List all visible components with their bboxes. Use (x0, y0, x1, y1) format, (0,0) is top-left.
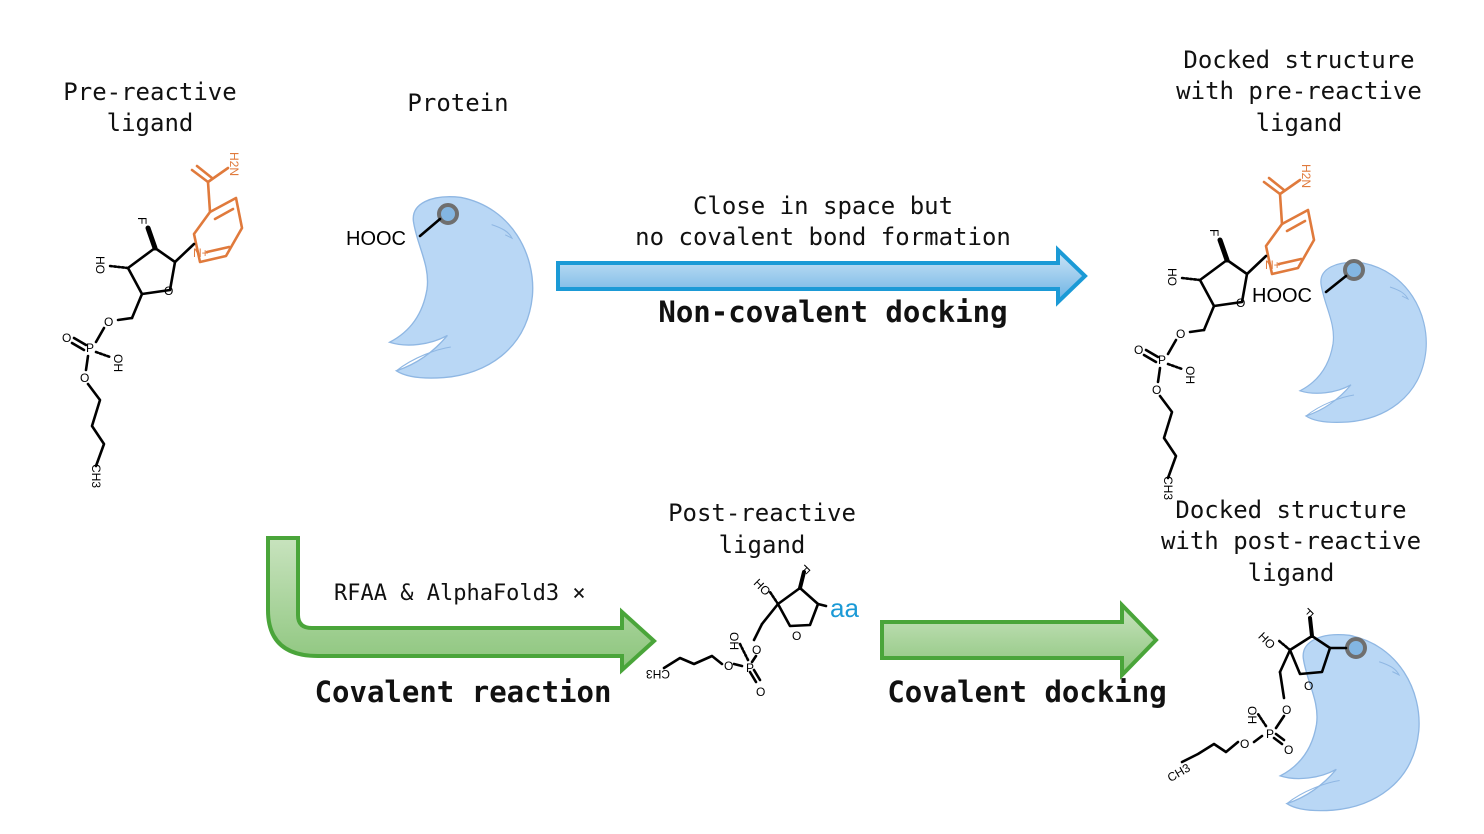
docked-post-ho-label: HO (1255, 629, 1278, 652)
docked-post-title-line3: ligand (1248, 559, 1335, 587)
post-ester-o-label: O (752, 643, 761, 657)
post-ho-label: HO (751, 576, 774, 599)
pre-ligand-title-line2: ligand (107, 109, 194, 137)
post-ligand-title-line1: Post-reactive (668, 499, 856, 527)
noncov-title: Non-covalent docking (658, 295, 1007, 329)
hydroxyl-label: HO (93, 256, 107, 274)
docked-post-ring-o-label: O (1304, 679, 1313, 693)
covalent-reaction-path: RFAA & AlphaFold3 × Covalent reaction (266, 536, 657, 709)
docked-post-structure: Docked structure with post-reactive liga… (1161, 496, 1421, 812)
covalent-docking-path: Covalent docking (880, 600, 1167, 709)
docked-post-title-line1: Docked structure (1175, 496, 1406, 524)
docked-pre-n-label: N+ (1265, 258, 1281, 272)
docked-pre-title-line3: ligand (1256, 109, 1343, 137)
docked-post-poh-label: OH (1245, 706, 1259, 724)
noncovalent-arrow (556, 245, 1088, 307)
docked-post-protein (1279, 634, 1420, 812)
covalent-docking-arrow (880, 600, 1159, 680)
amide-n-label: H2N (227, 152, 241, 176)
protein-title: Protein (407, 89, 508, 117)
phosphorus-label: P (86, 341, 94, 355)
post-poh-label: OH (727, 632, 741, 650)
covalent-reaction-arrow (266, 536, 657, 675)
docked-post-p-label: P (1266, 727, 1274, 741)
docked-pre-ester-o-label: O (1176, 327, 1185, 341)
docked-pre-p-label: P (1158, 353, 1166, 367)
cov-reaction-title: Covalent reaction (315, 675, 612, 709)
noncovalent-path: Close in space but no covalent bond form… (556, 192, 1088, 329)
post-ch3-label: CH3 (646, 667, 670, 681)
protein-shape (388, 196, 534, 379)
docked-post-title-line2: with post-reactive (1161, 527, 1421, 555)
active-site (437, 203, 459, 225)
docked-pre-protein (1299, 261, 1427, 424)
post-ring-o-label: O (792, 629, 801, 643)
cov-docking-title: Covalent docking (887, 675, 1166, 709)
docked-pre-poh-label: OH (1183, 366, 1197, 384)
post-f-label: F (798, 562, 813, 577)
fluorine-label: F (135, 217, 149, 224)
docked-pre-f-label: F (1207, 229, 1221, 236)
noncov-note-line2: no covalent bond formation (635, 223, 1011, 251)
chain-oxygen-label: O (80, 371, 89, 385)
docked-pre-hooc-label: HOOC (1252, 285, 1312, 307)
ring-oxygen-label: O (164, 284, 173, 298)
phosphate-oh-label: OH (111, 354, 125, 372)
hooc-label: HOOC (346, 228, 406, 250)
docked-post-ch3-label: CH3 (1165, 761, 1193, 785)
docked-post-ester-o-label: O (1282, 703, 1291, 717)
docked-pre-ho-label: HO (1165, 268, 1179, 286)
post-po-label: O (756, 685, 765, 699)
docked-pre-ligand: H2N N+ F HO O O P O OH O CH3 (1134, 164, 1316, 500)
pre-reactive-ligand: Pre-reactive ligand H2N N+ F HO O O (62, 78, 244, 488)
docked-pre-structure: Docked structure with pre-reactive ligan… (1134, 46, 1427, 500)
docked-post-chain-o-label: O (1240, 737, 1249, 751)
ester-oxygen-label: O (104, 315, 113, 329)
docked-post-active-site (1345, 637, 1367, 659)
phosphate-oxygen-label: O (62, 331, 71, 345)
docked-post-po-label: O (1284, 743, 1293, 757)
docked-pre-title-line1: Docked structure (1183, 46, 1414, 74)
docked-pre-title-line2: with pre-reactive (1176, 77, 1422, 105)
post-reactive-ligand: Post-reactive ligand F HO O aa O P OH O … (646, 499, 860, 699)
docked-pre-active-site (1343, 259, 1365, 281)
post-ligand-structure: F HO O aa O P OH O O CH3 (646, 562, 860, 699)
post-chain-o-label: O (724, 659, 733, 673)
amino-acid-label: aa (830, 593, 859, 623)
post-p-label: P (746, 661, 754, 675)
docked-pre-chain-o-label: O (1152, 383, 1161, 397)
docked-pre-amide-label: H2N (1299, 164, 1313, 188)
docked-pre-ch3-label: CH3 (1161, 476, 1175, 500)
docked-post-ligand: F HO O O P OH O O CH3 (1165, 605, 1348, 785)
pyridinium-n-label: N+ (193, 246, 209, 260)
post-ligand-title-line2: ligand (719, 531, 806, 559)
pre-ligand-structure: H2N N+ F HO O O P O OH O CH3 (62, 152, 244, 488)
protein: Protein HOOC (346, 89, 534, 379)
noncov-note-line1: Close in space but (693, 192, 953, 220)
pre-ligand-title-line1: Pre-reactive (63, 78, 236, 106)
docked-pre-ring-o-label: O (1236, 296, 1245, 310)
methyl-label: CH3 (89, 464, 103, 488)
docked-pre-po-label: O (1134, 343, 1143, 357)
rfaa-note: RFAA & AlphaFold3 × (334, 581, 586, 606)
